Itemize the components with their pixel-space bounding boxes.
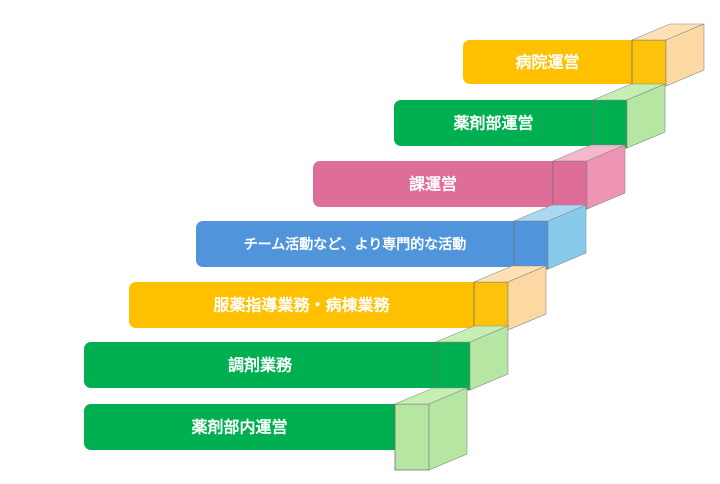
- step-bar: [463, 40, 638, 84]
- step-label: 薬剤部内運営: [190, 418, 287, 437]
- cube-side-face: [507, 265, 547, 331]
- step-label: 調剤業務: [228, 356, 293, 375]
- cube-side-face: [626, 83, 666, 149]
- step-bar: [394, 100, 599, 146]
- cube-side-face: [469, 325, 509, 391]
- step-4: チーム活動など、より専門的な活動: [196, 204, 587, 270]
- cube-front-face: [552, 160, 588, 210]
- cube-front-face: [592, 99, 628, 149]
- step-label: 薬剤部運営: [452, 114, 533, 133]
- step-3: 課運営: [313, 144, 626, 210]
- step-6: 調剤業務: [84, 325, 509, 391]
- step-label: チーム活動など、より専門的な活動: [244, 236, 467, 253]
- cube-front-face: [513, 220, 549, 270]
- step-2: 薬剤部運営: [394, 83, 666, 149]
- step-label: 課運営: [409, 175, 457, 194]
- step-bar: [196, 221, 520, 267]
- cube-front-face: [435, 341, 471, 391]
- step-7: 薬剤部内運営: [84, 387, 468, 471]
- cube-side-face: [428, 387, 468, 471]
- cube-front-face: [473, 281, 509, 331]
- cube-side-face: [547, 204, 587, 270]
- cube-front-face: [394, 403, 430, 471]
- cube-front-face: [631, 39, 667, 87]
- cube-side-face: [586, 144, 626, 210]
- step-5: 服薬指導業務・病棟業務: [129, 265, 547, 331]
- step-label: 服薬指導業務・病棟業務: [213, 296, 390, 315]
- step-bar: [84, 342, 442, 388]
- step-1: 病院運営: [463, 23, 705, 87]
- step-bar: [84, 404, 401, 450]
- cube-side-face: [665, 23, 705, 87]
- step-bar: [313, 161, 559, 207]
- step-label: 病院運営: [515, 53, 579, 72]
- step-bar: [129, 282, 480, 328]
